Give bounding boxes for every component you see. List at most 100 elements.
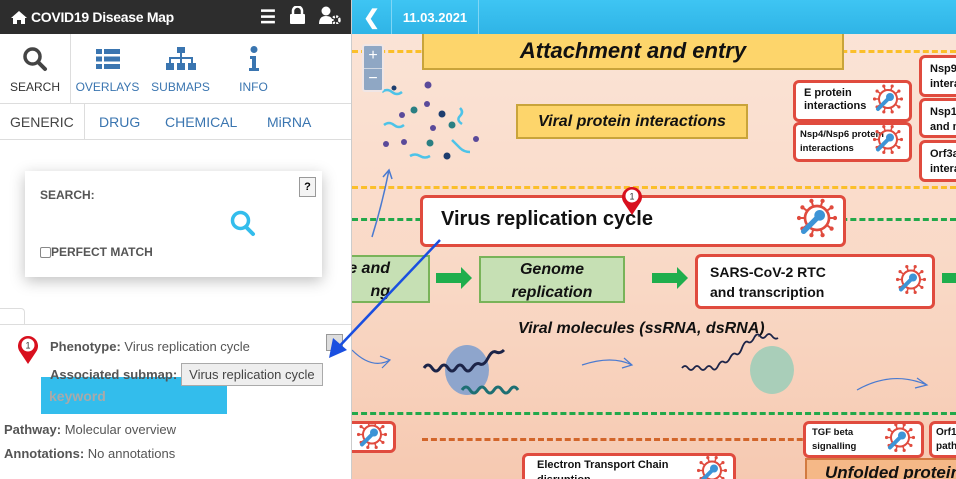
phenotype-value: Virus replication cycle xyxy=(124,339,250,354)
zoom-in-button[interactable]: + xyxy=(368,47,378,64)
tab-label: SUBMAPS xyxy=(151,80,210,94)
perfect-match-label: PERFECT MATCH xyxy=(51,245,153,259)
pathway-row: Pathway: Molecular overview xyxy=(4,422,176,437)
virus-wrench-icon xyxy=(356,424,388,450)
tab-overlays[interactable]: OVERLAYS xyxy=(71,34,144,103)
back-button[interactable]: ❮ xyxy=(352,0,392,34)
tab-submaps[interactable]: SUBMAPS xyxy=(144,34,217,103)
app-title-text: COVID19 Disease Map xyxy=(31,9,174,25)
search-result: 1 Phenotype: Virus replication cycle Ass… xyxy=(0,324,351,479)
pathway-label: Pathway: xyxy=(4,422,62,437)
submap-row: Associated submap:Virus replication cycl… xyxy=(50,363,323,386)
submap-electron-transport[interactable]: Electron Transport Chain disruption xyxy=(522,453,736,479)
virus-wrench-icon xyxy=(796,198,838,244)
help-button[interactable]: ? xyxy=(299,177,316,197)
box-label: Orf3a interactions xyxy=(930,148,956,175)
main-tabs: SEARCH OVERLAYS SUBMAPS INFO xyxy=(0,34,351,104)
rna-illustration xyxy=(352,333,929,395)
arrow xyxy=(652,267,688,289)
submap-nsp4-nsp6[interactable]: Nsp4/Nsp6 protein interactions xyxy=(793,122,912,162)
label-unfolded-protein[interactable]: Unfolded protein xyxy=(805,458,956,479)
checkbox[interactable] xyxy=(40,246,51,258)
arrow xyxy=(942,273,956,283)
submap-nsp14[interactable]: Nsp14 and m xyxy=(919,98,956,138)
box-label: Nsp4/Nsp6 protein interactions xyxy=(800,129,884,154)
sub-tabs: GENERIC DRUG CHEMICAL MiRNA xyxy=(0,104,351,140)
phenotype-label: Phenotype: xyxy=(50,339,121,354)
chevron-left-icon: ❮ xyxy=(363,6,380,29)
box-label: Nsp9 interactions xyxy=(930,63,956,90)
annotations-label: Annotations: xyxy=(4,446,85,461)
box-label: SARS-CoV-2 RTC and transcription xyxy=(710,264,826,300)
marker-number: 1 xyxy=(629,192,634,202)
virus-wrench-icon xyxy=(884,424,916,455)
box-label: Nsp14 and m xyxy=(930,106,956,133)
submap-left[interactable] xyxy=(352,421,396,453)
tab-label: OVERLAYS xyxy=(75,80,140,94)
lock-icon[interactable] xyxy=(290,4,305,29)
search-button-icon[interactable] xyxy=(230,210,256,237)
perfect-match-checkbox[interactable]: PERFECT MATCH xyxy=(40,245,153,259)
virus-wrench-icon xyxy=(895,264,927,299)
subtab-drug[interactable]: DRUG xyxy=(99,114,141,130)
date-label: 11.03.2021 xyxy=(392,0,479,34)
user-settings-icon[interactable] xyxy=(319,6,341,29)
subtab-chemical[interactable]: CHEMICAL xyxy=(165,114,238,130)
tab-label: SEARCH xyxy=(9,80,60,94)
subtab-mirna[interactable]: MiRNA xyxy=(267,114,312,130)
tab-info[interactable]: INFO xyxy=(217,34,290,103)
app-header: COVID19 Disease Map ☰ xyxy=(0,0,351,34)
pathway-value: Molecular overview xyxy=(64,422,176,437)
submap-nsp9[interactable]: Nsp9 interactions xyxy=(919,55,956,97)
box-label: Virus replication cycle xyxy=(441,208,653,230)
submap-orf1[interactable]: Orf1 path xyxy=(929,421,956,458)
arrow xyxy=(436,267,472,289)
sitemap-icon xyxy=(165,47,196,70)
box-genome-replication[interactable]: Genome replication xyxy=(479,256,625,303)
home-icon xyxy=(11,10,27,24)
label-viral-molecules: Viral molecules (ssRNA, dsRNA) xyxy=(518,320,765,337)
marker-number: 1 xyxy=(25,341,30,351)
list-icon xyxy=(95,49,120,69)
zoom-out-button[interactable]: − xyxy=(364,68,382,90)
compartment-border xyxy=(422,438,892,441)
compartment-border xyxy=(352,186,956,189)
compartment-border xyxy=(352,412,956,415)
submap-e-protein[interactable]: E protein interactions xyxy=(793,80,912,122)
tab-search[interactable]: SEARCH xyxy=(0,34,71,103)
phenotype-row: Phenotype: Virus replication cycle xyxy=(50,339,250,354)
submap-orf3a[interactable]: Orf3a interactions xyxy=(919,140,956,182)
label-viral-protein[interactable]: Viral protein interactions xyxy=(516,104,748,139)
molecules-illustration xyxy=(382,81,479,160)
box-label: Electron Transport Chain disruption xyxy=(537,459,669,479)
submap-tgf-beta[interactable]: TGF beta signalling xyxy=(803,421,924,458)
search-icon xyxy=(23,47,47,71)
map-marker-icon[interactable]: 1 xyxy=(621,186,643,216)
zoom-controls: + − xyxy=(362,44,384,92)
virus-wrench-icon xyxy=(696,456,728,479)
virus-wrench-icon xyxy=(872,125,904,159)
annotations-row: Annotations: No annotations xyxy=(4,446,175,461)
submap-label: Associated submap: xyxy=(50,367,178,382)
map-marker-icon: 1 xyxy=(18,336,38,364)
app-title[interactable]: COVID19 Disease Map xyxy=(10,9,246,25)
info-icon xyxy=(248,46,259,71)
virus-wrench-icon xyxy=(872,84,904,118)
map-canvas[interactable]: Attachment and entry Viral protein inter… xyxy=(352,0,956,479)
link-arrow xyxy=(329,239,441,358)
box-label: Orf1 path xyxy=(936,427,956,452)
box-label: TGF beta signalling xyxy=(812,427,857,452)
arrow-up xyxy=(371,168,393,238)
annotations-value: No annotations xyxy=(87,446,176,461)
box-label: E protein interactions xyxy=(804,87,867,112)
search-label: SEARCH: xyxy=(40,188,95,202)
map-toolbar: ❮ 11.03.2021 xyxy=(352,0,956,34)
open-submap-button[interactable]: Virus replication cycle xyxy=(181,363,323,386)
label-attachment[interactable]: Attachment and entry xyxy=(422,32,844,70)
tab-label: INFO xyxy=(239,80,268,94)
result-tab[interactable] xyxy=(0,308,25,325)
subtab-generic[interactable]: GENERIC xyxy=(0,104,85,139)
left-panel: COVID19 Disease Map ☰ SEARCH OVERLAYS SU… xyxy=(0,0,352,479)
submap-sars-rtc[interactable]: SARS-CoV-2 RTC and transcription xyxy=(695,254,935,309)
menu-icon[interactable]: ☰ xyxy=(259,6,276,27)
